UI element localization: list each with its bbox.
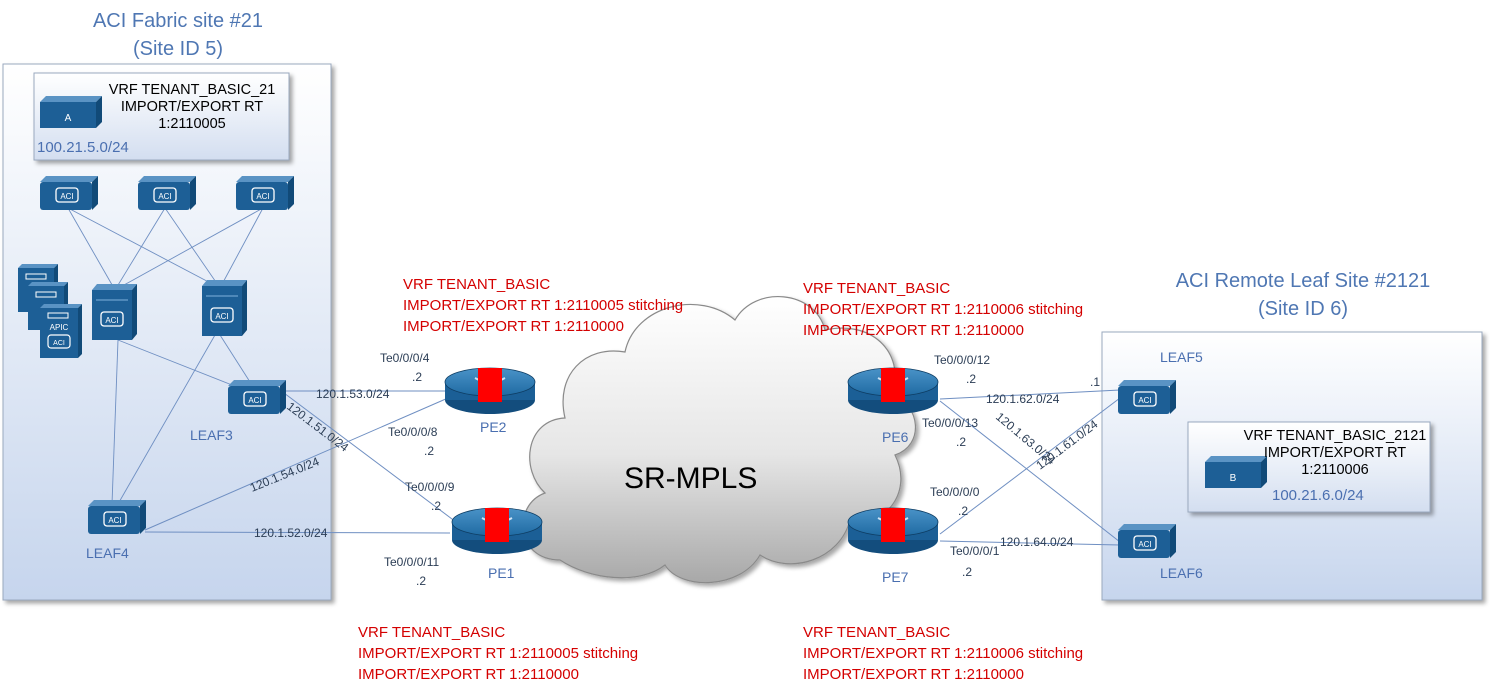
spine3-icon bbox=[235, 175, 295, 211]
pe2-te8-ip: .2 bbox=[424, 444, 435, 458]
vrf-pe1-name: VRF TENANT_BASIC bbox=[358, 624, 506, 641]
vrf21-rt-label: IMPORT/EXPORT RT bbox=[120, 99, 264, 115]
link-120-1-64: 120.1.64.0/24 bbox=[1000, 535, 1074, 549]
fabric-node-a-icon bbox=[91, 283, 138, 341]
vrf21-rt-value: 1:2110005 bbox=[158, 116, 226, 132]
cloud-label: SR-MPLS bbox=[624, 462, 757, 495]
leaf5-icon bbox=[1117, 379, 1177, 415]
spine2-icon bbox=[137, 175, 197, 211]
fabric-links bbox=[67, 207, 264, 505]
vrf-block-pe1: VRF TENANT_BASIC IMPORT/EXPORT RT 1:2110… bbox=[358, 622, 638, 685]
vrf2121-info: VRF TENANT_BASIC_2121 IMPORT/EXPORT RT 1… bbox=[1240, 428, 1430, 479]
vrf-pe6-stitch: IMPORT/EXPORT RT 1:2110006 stitching bbox=[803, 301, 1084, 318]
pe1-label: PE1 bbox=[488, 565, 515, 581]
vrf-block-pe6: VRF TENANT_BASIC IMPORT/EXPORT RT 1:2110… bbox=[803, 278, 1083, 341]
pe1-router-icon bbox=[451, 507, 543, 555]
spine1-icon bbox=[39, 175, 99, 211]
apic-label: APIC bbox=[50, 323, 69, 332]
vrf21-info: VRF TENANT_BASIC_21 IMPORT/EXPORT RT 1:2… bbox=[94, 82, 290, 133]
pe7-te0: Te0/0/0/0 bbox=[930, 485, 980, 499]
pe6-te12-ip: .2 bbox=[966, 372, 977, 386]
apic-cluster-icon: APIC ACI bbox=[18, 264, 82, 358]
leaf4-label: LEAF4 bbox=[86, 545, 129, 561]
site2121-subnet: 100.21.6.0/24 bbox=[1272, 487, 1364, 504]
host-a-icon: A bbox=[40, 96, 102, 128]
leaf3-icon bbox=[227, 379, 287, 415]
vrf-pe6-rt: IMPORT/EXPORT RT 1:2110000 bbox=[803, 322, 1024, 339]
site2121-title: ACI Remote Leaf Site #2121 bbox=[1175, 270, 1431, 292]
pe7-label: PE7 bbox=[882, 569, 909, 585]
vrf2121-rt-label: IMPORT/EXPORT RT bbox=[1263, 445, 1407, 461]
leaf5-ip: .1 bbox=[1090, 375, 1101, 389]
sr-mpls-cloud bbox=[522, 296, 917, 584]
pe2-te4-ip: .2 bbox=[412, 370, 423, 384]
vrf-pe7-name: VRF TENANT_BASIC bbox=[803, 624, 951, 641]
vrf2121-rt-value: 1:2110006 bbox=[1301, 462, 1369, 478]
vrf-pe2-stitch: IMPORT/EXPORT RT 1:2110005 stitching bbox=[403, 297, 684, 314]
link-120-1-53: 120.1.53.0/24 bbox=[316, 387, 390, 401]
vrf-block-pe2: VRF TENANT_BASIC IMPORT/EXPORT RT 1:2110… bbox=[403, 274, 683, 337]
pe2-te4: Te0/0/0/4 bbox=[380, 351, 430, 365]
pe1-te9: Te0/0/0/9 bbox=[405, 480, 455, 494]
site21-subnet: 100.21.5.0/24 bbox=[37, 139, 129, 156]
pe1-te11: Te0/0/0/11 bbox=[384, 555, 440, 569]
vrf-pe7-rt: IMPORT/EXPORT RT 1:2110000 bbox=[803, 666, 1024, 683]
site21-title-block: ACI Fabric site #21 (Site ID 5) bbox=[78, 10, 278, 60]
wan-links bbox=[144, 389, 1121, 546]
pe6-te12: Te0/0/0/12 bbox=[934, 353, 991, 367]
pe2-label: PE2 bbox=[480, 419, 507, 435]
apic-aci-text: ACI bbox=[53, 340, 65, 347]
pe1-te9-ip: .2 bbox=[431, 499, 442, 513]
vrf-pe7-stitch: IMPORT/EXPORT RT 1:2110006 stitching bbox=[803, 645, 1084, 662]
pe7-te1-ip: .2 bbox=[962, 565, 973, 579]
vrf2121-name: VRF TENANT_BASIC_2121 bbox=[1243, 428, 1427, 444]
vrf-pe1-rt: IMPORT/EXPORT RT 1:2110000 bbox=[358, 666, 579, 683]
vrf21-name: VRF TENANT_BASIC_21 bbox=[108, 82, 276, 98]
host-a-label: A bbox=[65, 113, 72, 124]
leaf5-label: LEAF5 bbox=[1160, 349, 1203, 365]
pe7-te1: Te0/0/0/1 bbox=[950, 544, 1000, 558]
vrf-pe6-name: VRF TENANT_BASIC bbox=[803, 280, 951, 297]
pe1-te11-ip: .2 bbox=[416, 574, 427, 588]
link-120-1-63: 120.1.63.0/24 bbox=[993, 410, 1058, 468]
leaf6-label: LEAF6 bbox=[1160, 565, 1203, 581]
pe7-te0-ip: .2 bbox=[958, 504, 969, 518]
host-b-label: B bbox=[1230, 473, 1237, 484]
site21-title: ACI Fabric site #21 bbox=[92, 10, 264, 32]
pe6-label: PE6 bbox=[882, 429, 909, 445]
vrf-pe1-stitch: IMPORT/EXPORT RT 1:2110005 stitching bbox=[358, 645, 639, 662]
pe7-router-icon bbox=[847, 507, 939, 555]
site2121-title-block: ACI Remote Leaf Site #2121 (Site ID 6) bbox=[1163, 270, 1443, 320]
pe2-te8: Te0/0/0/8 bbox=[388, 425, 438, 439]
site21-subtitle: (Site ID 5) bbox=[132, 38, 224, 60]
leaf6-icon bbox=[1117, 523, 1177, 559]
link-120-1-52: 120.1.52.0/24 bbox=[254, 526, 328, 540]
leaf4-icon bbox=[87, 499, 147, 535]
vrf-block-pe7: VRF TENANT_BASIC IMPORT/EXPORT RT 1:2110… bbox=[803, 622, 1083, 685]
host-b-icon: B bbox=[1205, 456, 1267, 488]
vrf-pe2-rt: IMPORT/EXPORT RT 1:2110000 bbox=[403, 318, 624, 335]
fabric-node-b-icon bbox=[201, 279, 248, 337]
pe2-router-icon bbox=[444, 367, 536, 415]
pe6-te13: Te0/0/0/13 bbox=[922, 416, 979, 430]
site2121-subtitle: (Site ID 6) bbox=[1257, 298, 1349, 320]
vrf-pe2-name: VRF TENANT_BASIC bbox=[403, 276, 551, 293]
pe6-te13-ip: .2 bbox=[956, 435, 967, 449]
pe6-router-icon bbox=[847, 367, 939, 415]
link-120-1-62: 120.1.62.0/24 bbox=[986, 392, 1060, 406]
leaf3-label: LEAF3 bbox=[190, 427, 233, 443]
